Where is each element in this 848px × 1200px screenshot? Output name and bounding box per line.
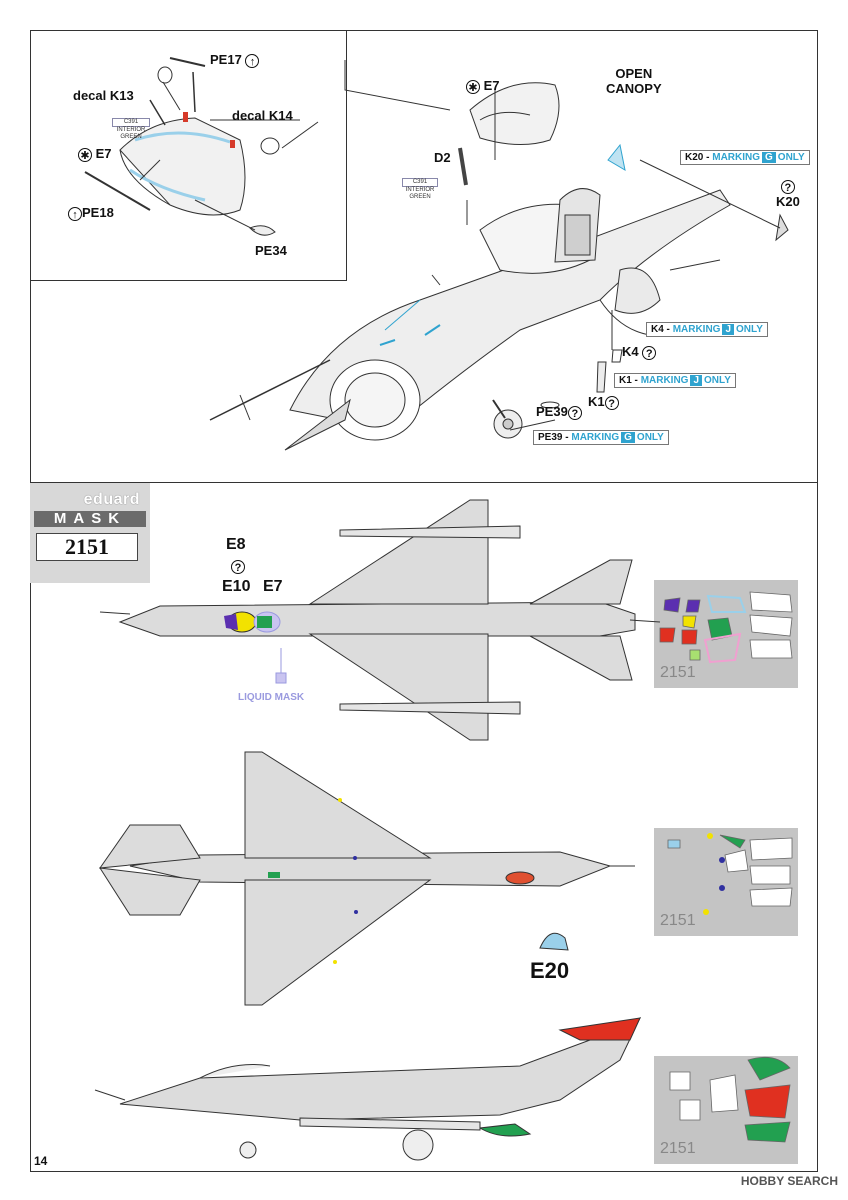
bottom-view-aircraft [98, 751, 635, 1006]
label-k1: K1? [588, 394, 619, 410]
label-mask-e7: E7 [263, 578, 283, 595]
page-number: 14 [34, 1154, 48, 1168]
optional-part-icon: ? [642, 345, 657, 360]
paint-code: C391 [402, 178, 438, 187]
brand-logo: eduard [83, 491, 140, 508]
mask-part-icon: ✱ [466, 79, 480, 94]
watermark: HOBBY SEARCH [740, 1174, 838, 1188]
label-k20: ?K20 [776, 179, 800, 209]
eduard-mask-badge: eduard MASK 2151 [30, 483, 150, 583]
pe-part-icon: ↑ [68, 206, 82, 221]
label-pe39: PE39? [536, 404, 582, 420]
optional-part-icon: ? [567, 405, 582, 420]
label-inset-e7: ✱ E7 [78, 146, 112, 162]
paint-code: C391 [112, 118, 150, 127]
label-e10: E10 [222, 578, 251, 595]
optional-part-icon: ? [231, 559, 245, 574]
liquid-mask-note: LIQUID MASK [238, 692, 305, 703]
paint-name: INTERIOR GREEN [405, 187, 435, 200]
label-e20: E20 [530, 958, 570, 983]
label-k4: K4 ? [622, 344, 657, 360]
label-pe34: PE34 [255, 243, 287, 258]
mask-wordmark: MASK [34, 511, 146, 527]
label-pe17: PE17 ↑ [210, 52, 260, 68]
mask-sheet-shapes [659, 591, 793, 1143]
label-top-e7: ✱ E7 [466, 78, 500, 94]
paint-name: INTERIOR GREEN [116, 127, 146, 140]
label-pe18: ↑PE18 [68, 205, 114, 221]
canopy-detail-drawing [84, 57, 319, 236]
paint-callout-top: C391 INTERIOR GREEN [402, 178, 438, 201]
label-e8: E8 [226, 536, 246, 553]
side-view-aircraft [94, 1017, 642, 1161]
label-decal-k14: decal K14 [232, 108, 293, 123]
mask-set-number: 2151 [36, 533, 138, 561]
detail-inset [30, 30, 347, 281]
pe-part-icon: ↑ [245, 53, 260, 68]
top-view-aircraft [99, 499, 661, 741]
cockpit-perspective-drawing [209, 60, 789, 451]
section-divider [30, 482, 818, 483]
paint-callout-inset: C391 INTERIOR GREEN [112, 118, 150, 141]
label-d2: D2 [434, 150, 451, 165]
optional-part-icon: ? [604, 395, 619, 410]
page-frame [30, 30, 818, 1172]
mask-part-icon: ✱ [78, 147, 92, 162]
label-decal-k13: decal K13 [73, 88, 134, 103]
label-e8-optional: ? [231, 558, 245, 576]
optional-part-icon: ? [780, 179, 795, 194]
